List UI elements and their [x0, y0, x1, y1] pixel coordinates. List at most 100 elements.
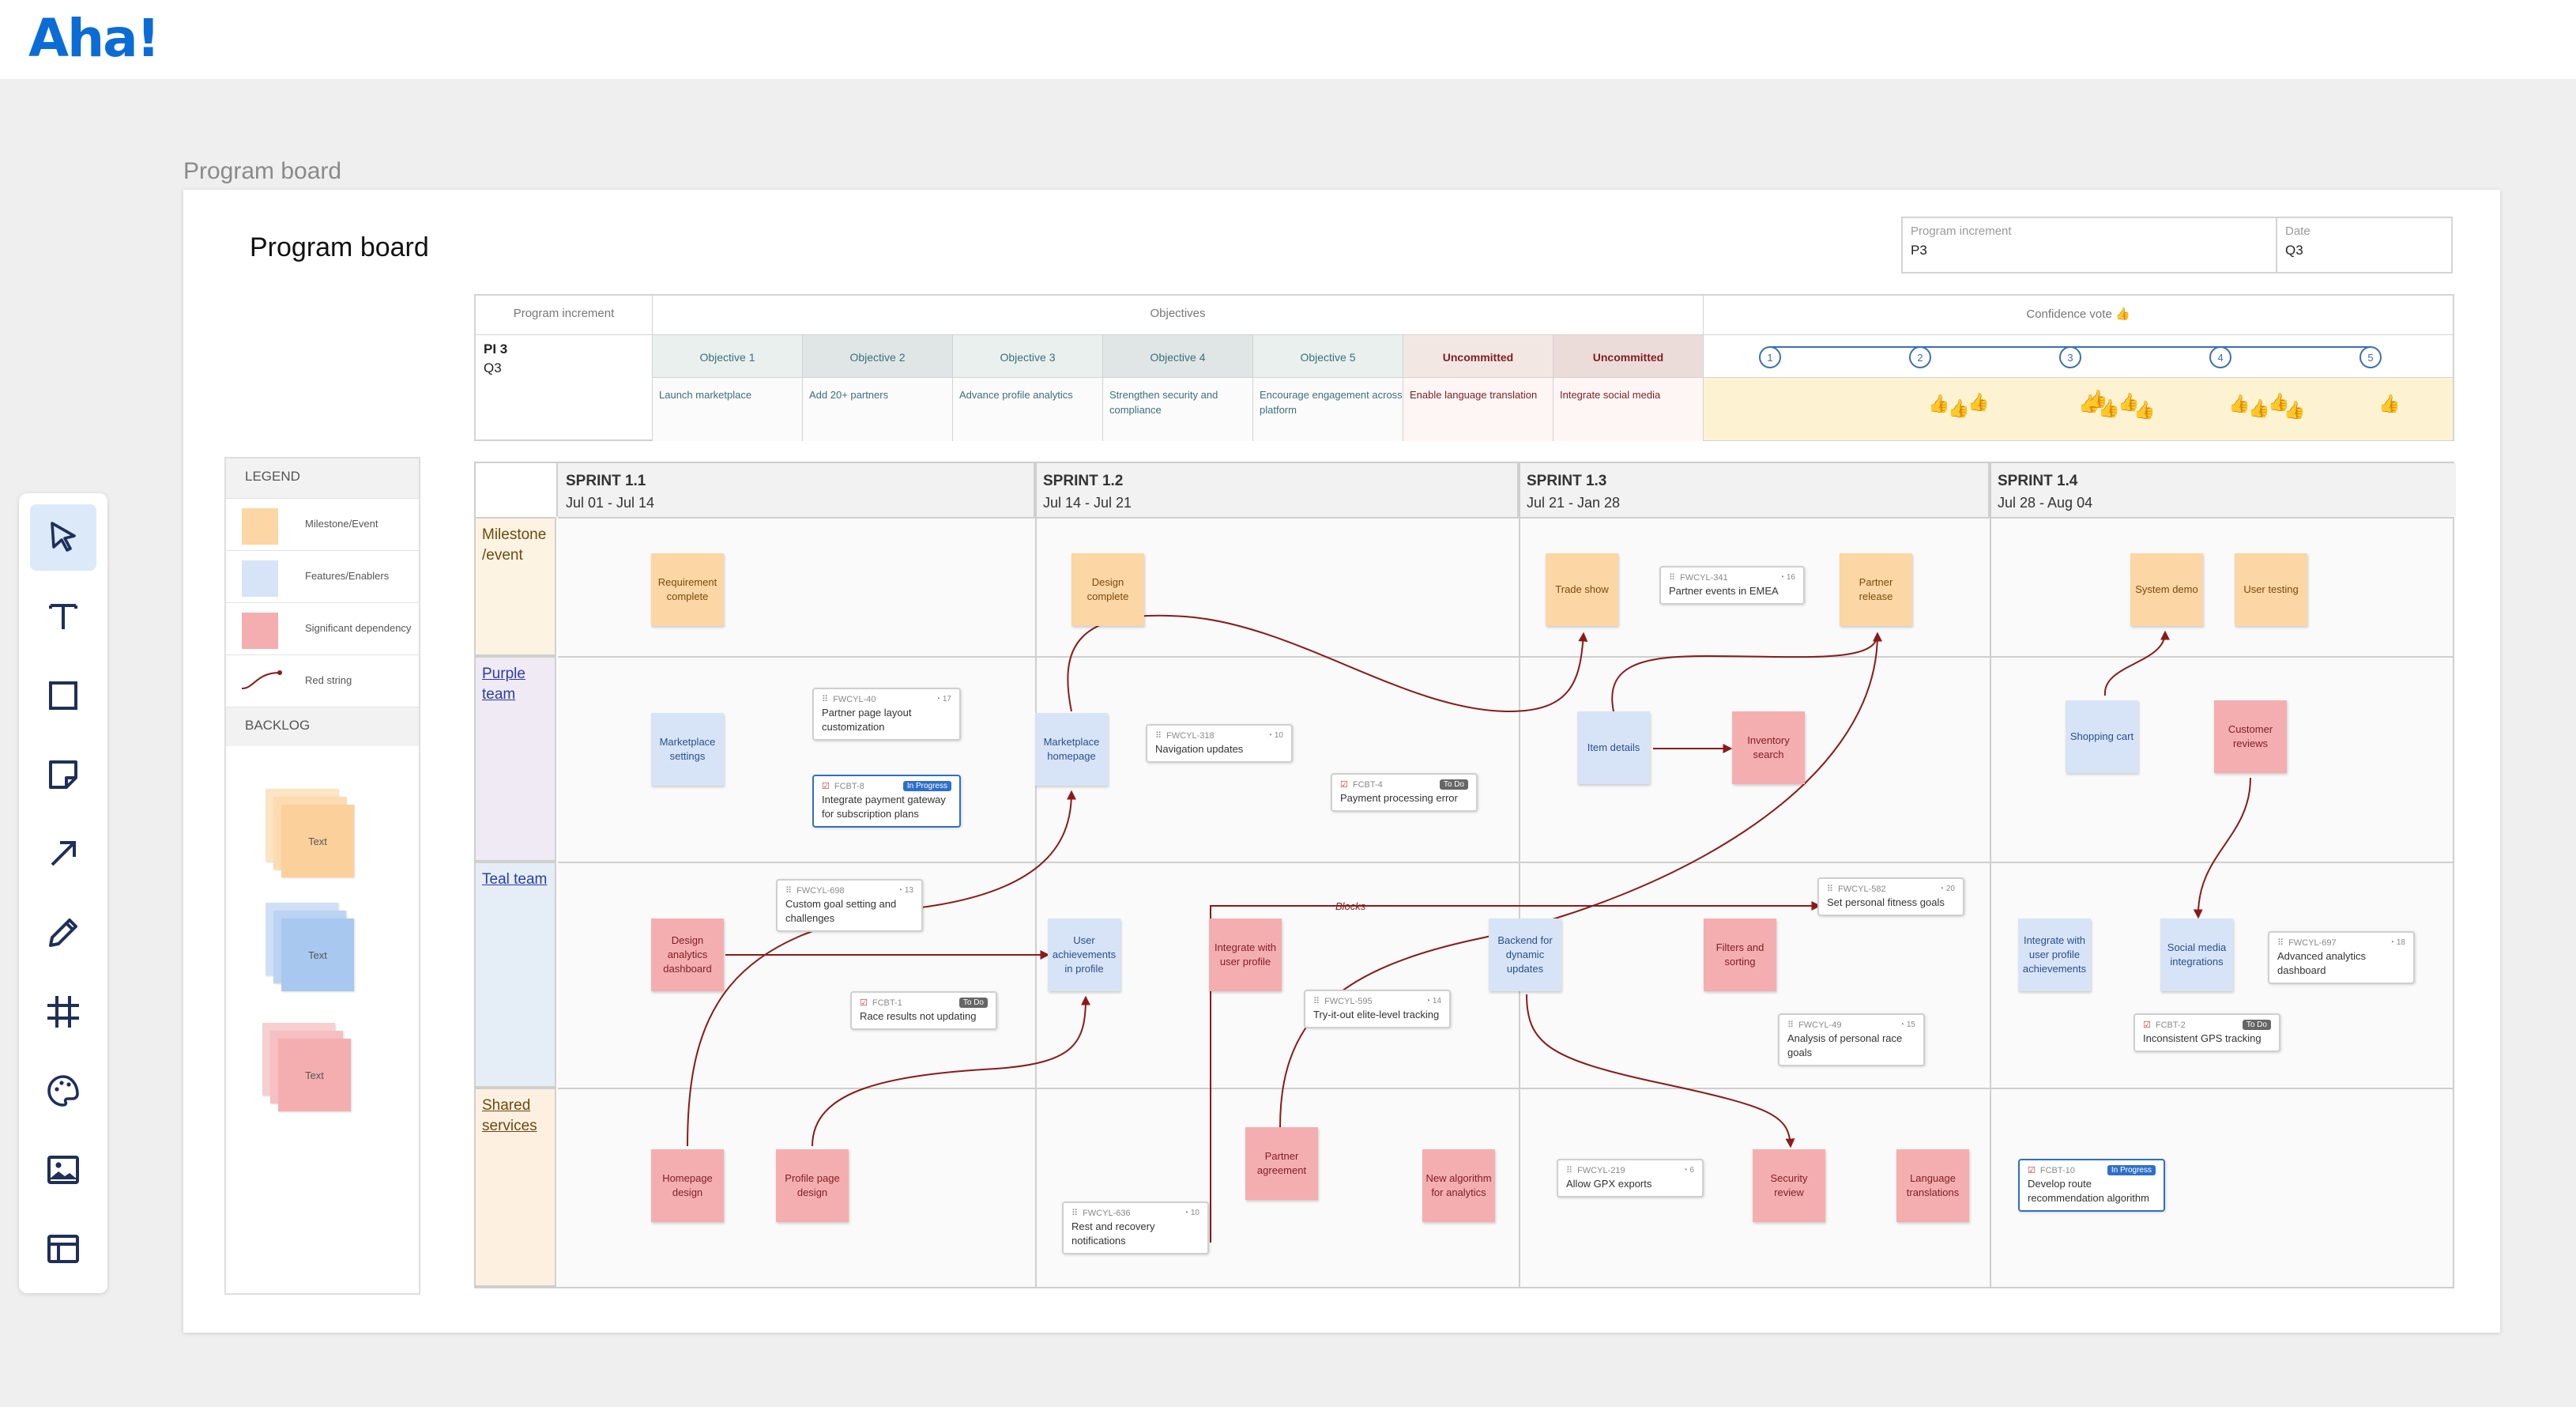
- objective-description[interactable]: Launch marketplace: [653, 378, 803, 441]
- select-icon[interactable]: [30, 504, 96, 571]
- pi-header-cell: Program increment: [476, 296, 653, 335]
- objective-name[interactable]: Objective 5: [1253, 335, 1403, 378]
- sticky-note-icon[interactable]: [30, 741, 96, 808]
- backlog-sticky[interactable]: Text: [278, 1039, 351, 1111]
- objective-description[interactable]: Encourage engagement across platform: [1253, 378, 1403, 441]
- sticky-note[interactable]: Inventory search: [1732, 711, 1805, 784]
- date-field[interactable]: Date Q3: [2276, 217, 2453, 273]
- vote-scale-point[interactable]: 4: [2209, 346, 2231, 368]
- objective-name[interactable]: Objective 1: [653, 335, 803, 378]
- objective-name[interactable]: Objective 3: [953, 335, 1103, 378]
- card-title: Custom goal setting and challenges: [785, 898, 897, 924]
- card-title: Partner events in EMEA: [1669, 585, 1779, 597]
- sticky-note[interactable]: Shopping cart: [2066, 700, 2138, 773]
- vote-area[interactable]: [1704, 378, 2453, 441]
- template-icon[interactable]: [30, 1216, 96, 1282]
- objective-description[interactable]: Strengthen security and compliance: [1103, 378, 1253, 441]
- sticky-note[interactable]: Integrate with user profile achievements: [2018, 919, 2091, 991]
- sticky-note[interactable]: Language translations: [1896, 1149, 1969, 1222]
- pen-icon[interactable]: [30, 900, 96, 966]
- row-label[interactable]: Teal team: [476, 862, 556, 1088]
- defect-icon: ☑: [2028, 1166, 2036, 1175]
- sticky-note[interactable]: Item details: [1577, 711, 1650, 784]
- objective-name[interactable]: Uncommitted: [1554, 335, 1704, 378]
- row-label[interactable]: Shared services: [476, 1088, 556, 1287]
- sticky-note[interactable]: Marketplace settings: [651, 713, 724, 786]
- sticky-note[interactable]: Security review: [1753, 1149, 1825, 1222]
- sticky-note[interactable]: Partner agreement: [1245, 1127, 1318, 1200]
- sticky-note[interactable]: Profile page design: [776, 1149, 849, 1222]
- sticky-note[interactable]: Backend for dynamic updates: [1489, 919, 1561, 991]
- program-increment-field[interactable]: Program increment P3: [1901, 217, 2277, 273]
- sticky-note[interactable]: Marketplace homepage: [1035, 713, 1108, 786]
- aha-logo[interactable]: Aha!: [28, 8, 160, 69]
- sticky-note[interactable]: Homepage design: [651, 1149, 724, 1222]
- sprint-dates: Jul 01 - Jul 14: [566, 495, 655, 511]
- score-icon: ◔: [1939, 885, 1946, 893]
- vote-scale-point[interactable]: 1: [1759, 346, 1781, 368]
- score-value: 15: [1906, 1020, 1915, 1029]
- backlog-sticky[interactable]: Text: [281, 805, 354, 877]
- sticky-note[interactable]: Trade show: [1546, 553, 1618, 626]
- sticky-note[interactable]: System demo: [2130, 553, 2203, 626]
- swatch: [242, 613, 278, 649]
- legend-panel[interactable]: LEGEND Milestone/Event Features/Enablers…: [224, 457, 420, 1295]
- sticky-note[interactable]: Integrate with user profile: [1209, 919, 1282, 991]
- objective-description[interactable]: Integrate social media: [1554, 378, 1704, 441]
- sticky-note[interactable]: Filters and sorting: [1704, 919, 1776, 991]
- arrow-icon[interactable]: [30, 820, 96, 887]
- sticky-note[interactable]: User testing: [2235, 553, 2307, 626]
- sticky-note[interactable]: User achievements in profile: [1048, 919, 1120, 991]
- frame-icon[interactable]: [30, 979, 96, 1045]
- objective-description[interactable]: Advance profile analytics: [953, 378, 1103, 441]
- shape-icon[interactable]: [30, 662, 96, 729]
- sticky-note[interactable]: Design complete: [1071, 553, 1144, 626]
- row-label[interactable]: Purple team: [476, 656, 556, 862]
- card-title: Payment processing error: [1340, 792, 1458, 804]
- vote-scale-point[interactable]: 2: [1909, 346, 1931, 368]
- objective-name[interactable]: Uncommitted: [1403, 335, 1554, 378]
- vote-scale-point[interactable]: 3: [2059, 346, 2081, 368]
- sprint-divider: [1519, 463, 1520, 1287]
- vote-scale-point[interactable]: 5: [2359, 346, 2382, 368]
- objective-description[interactable]: Add 20+ partners: [803, 378, 953, 441]
- sticky-note[interactable]: Customer reviews: [2214, 700, 2287, 773]
- objective-name[interactable]: Objective 2: [803, 335, 953, 378]
- sprint-name: SPRINT 1.1: [566, 473, 646, 489]
- backlog-sticky[interactable]: Text: [281, 919, 354, 991]
- card-title: Inconsistent GPS tracking: [2143, 1032, 2262, 1044]
- red-string: [1611, 632, 1882, 712]
- objective-description[interactable]: Enable language translation: [1403, 378, 1554, 441]
- sticky-note[interactable]: Partner release: [1840, 553, 1912, 626]
- palette-icon[interactable]: [30, 1058, 96, 1124]
- thumbs-up-icon: 👍: [2086, 389, 2108, 409]
- sticky-note[interactable]: Social media integrations: [2160, 919, 2233, 991]
- breadcrumb[interactable]: Program board: [183, 158, 342, 184]
- card-score: ◔ 15: [1900, 1020, 1915, 1029]
- text-icon[interactable]: [30, 583, 96, 650]
- sticky-note[interactable]: Design analytics dashboard: [651, 919, 724, 991]
- image-icon[interactable]: [30, 1137, 96, 1203]
- sticky-note[interactable]: Requirement complete: [651, 553, 724, 626]
- sticky-note[interactable]: New algorithm for analytics: [1422, 1149, 1495, 1222]
- objective-name[interactable]: Objective 4: [1103, 335, 1253, 378]
